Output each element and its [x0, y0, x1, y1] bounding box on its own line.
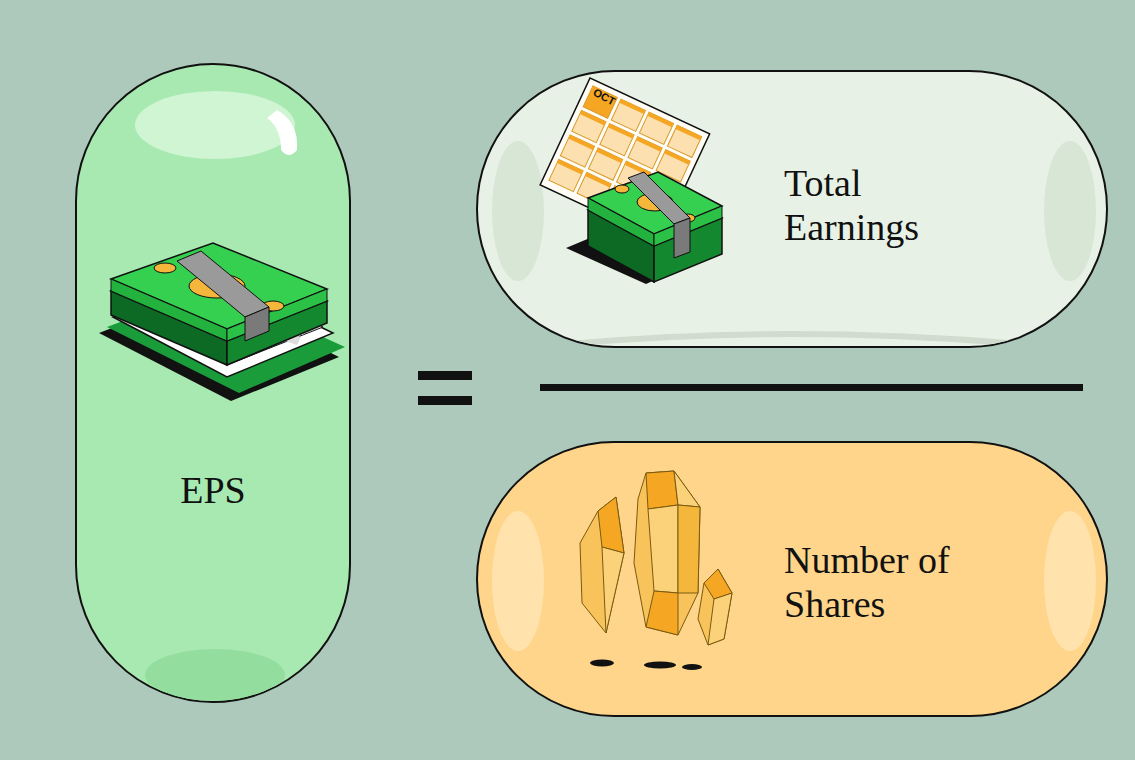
- node-text: EPS: [113, 468, 313, 512]
- illustration: [77, 65, 351, 703]
- node-text: Total Earnings: [784, 161, 984, 249]
- shares-pill: Number of Shares: [476, 441, 1108, 717]
- fraction-bar: [540, 384, 1083, 391]
- equals-sign: [418, 371, 472, 380]
- eps-pill: EPS: [75, 63, 351, 703]
- node-text: Number of Shares: [784, 538, 999, 626]
- equals-sign: [418, 396, 472, 405]
- earnings-pill: Total Earnings: [476, 70, 1108, 348]
